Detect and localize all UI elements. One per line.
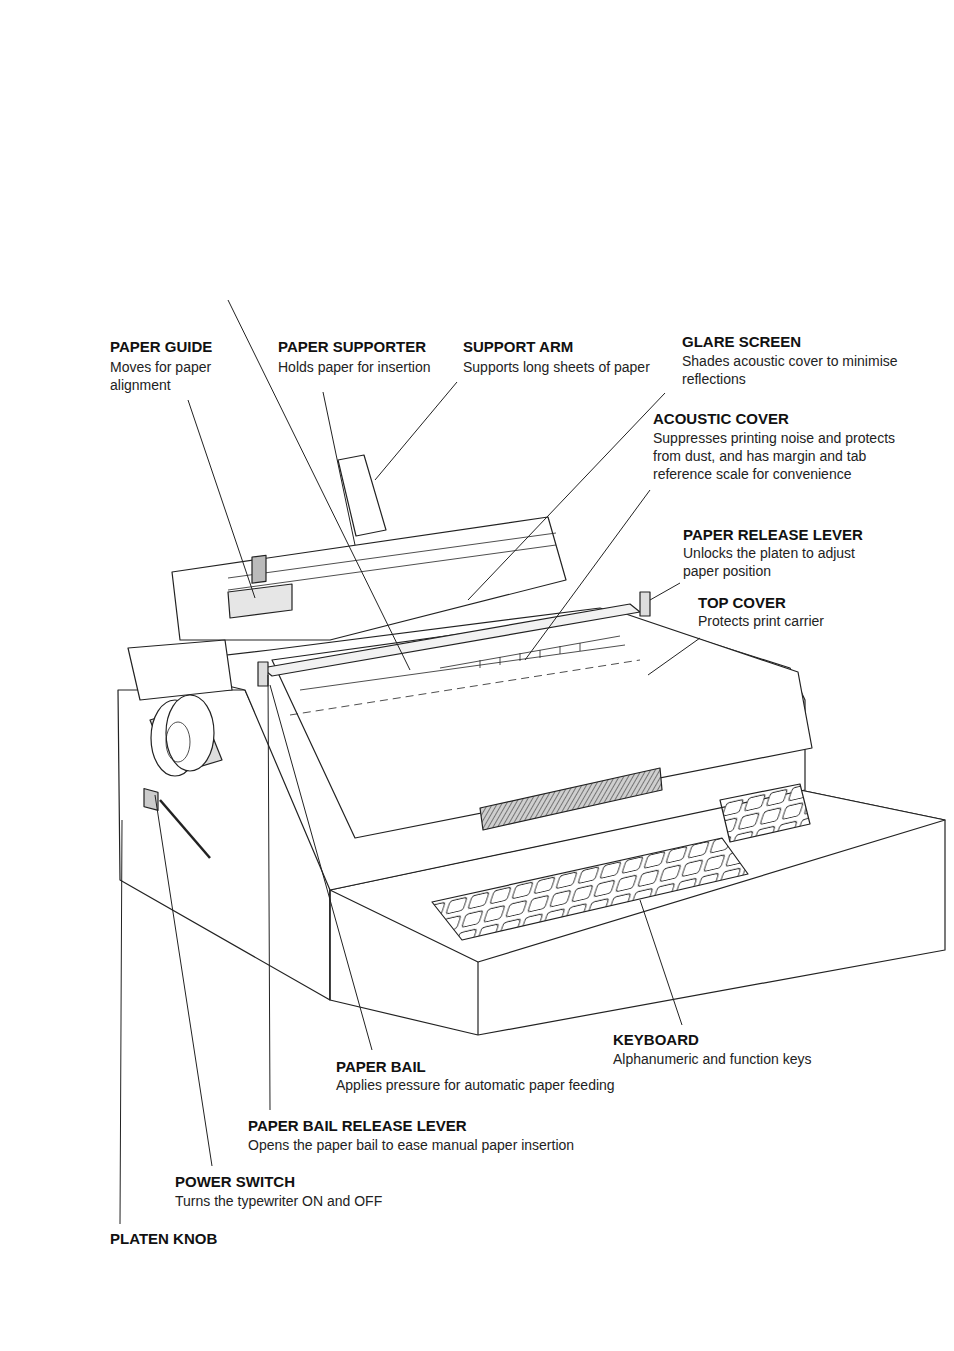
part-description: Shades acoustic cover to minimise reflec… (682, 352, 914, 388)
part-description: Applies pressure for automatic paper fee… (336, 1076, 656, 1094)
part-description: Protects print carrier (698, 612, 868, 630)
leader-lines (120, 300, 700, 1224)
part-name: SUPPORT ARM (463, 337, 573, 357)
part-name: TOP COVER (698, 593, 786, 613)
typewriter-body (118, 455, 945, 1035)
part-name: PAPER BAIL RELEASE LEVER (248, 1116, 467, 1136)
part-name: ACOUSTIC COVER (653, 409, 789, 429)
part-description: Alphanumeric and function keys (613, 1050, 843, 1068)
part-description: Holds paper for insertion (278, 358, 458, 376)
part-description: Turns the typewriter ON and OFF (175, 1192, 435, 1210)
part-name: PLATEN KNOB (110, 1229, 217, 1249)
part-name: PAPER RELEASE LEVER (683, 525, 863, 545)
part-description: Suppresses printing noise and protects f… (653, 429, 915, 484)
part-description: Supports long sheets of paper (463, 358, 668, 376)
part-name: PAPER BAIL (336, 1057, 426, 1077)
part-name: POWER SWITCH (175, 1172, 295, 1192)
part-name: KEYBOARD (613, 1030, 699, 1050)
part-name: GLARE SCREEN (682, 332, 801, 352)
part-name: PAPER GUIDE (110, 337, 212, 357)
part-description: Unlocks the platen to adjust paper posit… (683, 544, 883, 580)
part-name: PAPER SUPPORTER (278, 337, 426, 357)
part-description: Opens the paper bail to ease manual pape… (248, 1136, 608, 1154)
part-description: Moves for paper alignment (110, 358, 220, 394)
